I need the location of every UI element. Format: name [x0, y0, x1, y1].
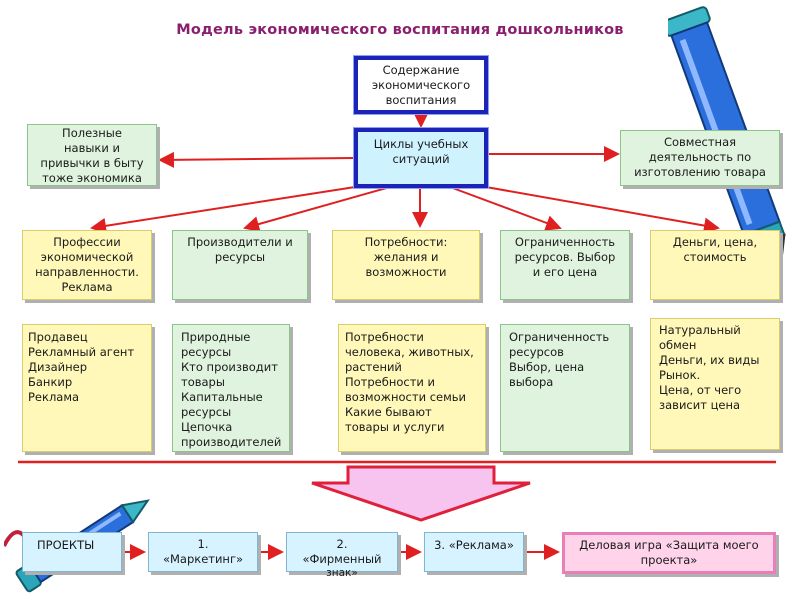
list-item: возможности семьи	[345, 390, 467, 404]
category-title-line: и его цена	[532, 265, 598, 279]
list-item: Продавец	[28, 330, 88, 344]
arrow-cycles-to-cat-4	[449, 186, 562, 231]
arrow-cycles-to-cat-5	[485, 186, 720, 234]
category-title-line: желания и	[373, 250, 439, 264]
habits-box-line: тоже экономика	[42, 171, 142, 185]
list-item: Цена, от чего	[659, 383, 742, 397]
project-step-line: «Маркетинг»	[162, 552, 244, 566]
category-title-line: Профессии	[53, 235, 121, 249]
list-item: производителей	[181, 435, 282, 449]
list-item: Потребности и	[345, 375, 436, 389]
list-item: ресурсы	[181, 345, 232, 359]
list-item: товары	[181, 375, 225, 389]
list-item: Потребности	[345, 330, 424, 344]
arrow-cycles-to-left	[158, 151, 355, 168]
category-title-line: возможности	[365, 265, 447, 279]
list-item: Деньги, их виды	[659, 353, 760, 367]
habits-box-line: Полезные	[62, 126, 122, 140]
category-title-5: Деньги, цена, стоимость	[650, 230, 780, 300]
category-title-4: Ограниченность ресурсов. Выбор и его цен…	[500, 230, 630, 300]
category-title-1: Профессии экономической направленности. …	[22, 230, 152, 300]
joint-activity-box: Совместная деятельность по изготовлению …	[620, 130, 780, 186]
arrow-cycles-to-cat-1	[90, 186, 356, 234]
projects-box: ПРОЕКТЫ	[22, 532, 122, 572]
list-item: Капитальные	[181, 390, 263, 404]
category-title-line: экономической	[40, 250, 134, 264]
list-item: растений	[345, 360, 402, 374]
habits-box: Полезные навыки и привычки в быту тоже э…	[27, 124, 157, 186]
category-title-line: направленности.	[35, 265, 139, 279]
category-title-line: ресурсов. Выбор	[514, 250, 616, 264]
list-item: ресурсов	[509, 345, 564, 359]
list-item: Реклама	[28, 390, 80, 404]
category-title-2: Производители и ресурсы	[172, 230, 308, 300]
project-step-1: 1. «Маркетинг»	[148, 532, 258, 572]
category-items-5: Натуральный обмен Деньги, их виды Рынок.…	[650, 318, 780, 450]
big-down-arrow	[311, 465, 531, 522]
content-box: Содержание экономического воспитания	[353, 55, 489, 115]
list-item: обмен	[659, 338, 697, 352]
content-box-line: Содержание	[382, 63, 460, 77]
joint-activity-line: изготовлению товара	[634, 165, 766, 179]
category-items-4: Ограниченность ресурсов Выбор, цена выбо…	[500, 324, 630, 452]
habits-box-line: привычки в быту	[40, 156, 144, 170]
content-box-line: экономического	[371, 78, 471, 92]
list-item: товары и услуги	[345, 420, 445, 434]
category-title-line: Производители и	[187, 235, 293, 249]
project-step-3: 3. «Реклама»	[424, 532, 524, 572]
list-item: Банкир	[28, 375, 73, 389]
list-item: Какие бывают	[345, 405, 432, 419]
list-item: Рекламный агент	[28, 345, 135, 359]
business-game-line: проекта»	[640, 553, 698, 567]
project-step-line: знак»	[326, 567, 358, 579]
category-title-line: стоимость	[683, 250, 747, 264]
list-item: ресурсы	[181, 405, 232, 419]
project-step-line: 1.	[197, 537, 209, 551]
category-title-line: Реклама	[61, 280, 113, 294]
category-title-line: Деньги, цена,	[672, 235, 758, 249]
list-item: Природные	[181, 330, 251, 344]
category-items-3: Потребности человека, животных, растений…	[338, 324, 486, 452]
habits-box-line: навыки и	[64, 141, 120, 155]
cycles-box: Циклы учебных ситуаций	[353, 127, 489, 189]
list-item: зависит цена	[659, 398, 741, 412]
project-step-line: «Фирменный	[302, 552, 382, 566]
category-title-line: Ограниченность	[514, 235, 616, 249]
list-item: Натуральный	[659, 323, 741, 337]
list-item: выбора	[509, 375, 554, 389]
arrow-cycles-to-cat-2	[243, 186, 391, 232]
category-title-line: ресурсы	[214, 250, 266, 264]
joint-activity-line: деятельность по	[648, 150, 752, 164]
category-items-2: Природные ресурсы Кто производит товары …	[172, 324, 290, 452]
cycles-box-line: ситуаций	[392, 152, 450, 166]
page-title: Модель экономического воспитания дошколь…	[176, 22, 624, 38]
projects-label: ПРОЕКТЫ	[37, 538, 95, 552]
list-item: Выбор, цена	[509, 360, 585, 374]
category-title-line: Потребности:	[364, 235, 448, 249]
category-title-3: Потребности: желания и возможности	[332, 230, 480, 300]
joint-activity-line: Совместная	[663, 135, 737, 149]
business-game-line: Деловая игра «Защита моего	[579, 538, 759, 552]
project-step-line: 2.	[336, 537, 348, 551]
list-item: человека, животных,	[345, 345, 474, 359]
business-game-box: Деловая игра «Защита моего проекта»	[562, 532, 776, 574]
content-box-line: воспитания	[385, 93, 457, 107]
list-item: Дизайнер	[28, 360, 87, 374]
list-item: Цепочка	[181, 420, 233, 434]
cycles-box-line: Циклы учебных	[373, 137, 469, 151]
category-items-1: Продавец Рекламный агент Дизайнер Банкир…	[22, 324, 152, 452]
list-item: Ограниченность	[509, 330, 610, 344]
project-step-line: 3. «Реклама»	[434, 538, 514, 552]
list-item: Кто производит	[181, 360, 278, 374]
project-step-2: 2. «Фирменный знак»	[286, 532, 398, 579]
list-item: Рынок.	[659, 368, 701, 382]
